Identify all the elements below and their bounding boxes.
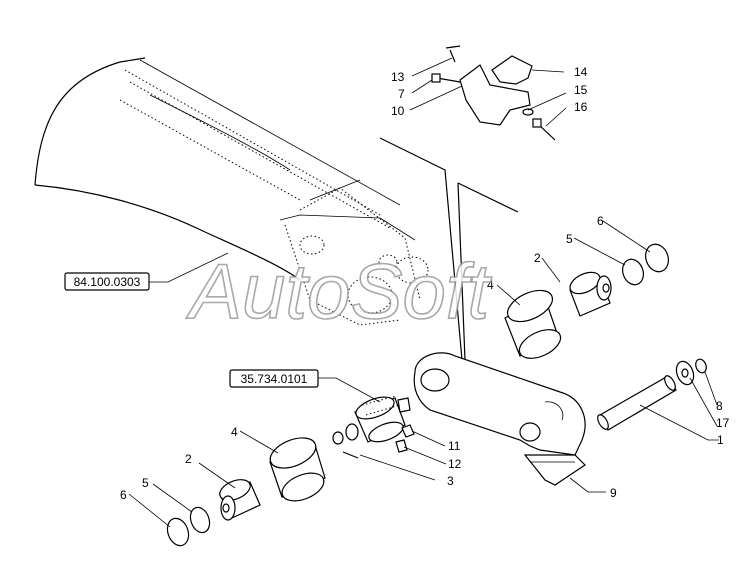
ring-lower-6 xyxy=(166,517,190,547)
callout-2-lower: 2 xyxy=(185,452,192,466)
watermark: AutoSoft xyxy=(186,247,493,335)
reference-boom-label: 84.100.0303 xyxy=(74,275,141,289)
ring-upper-5 xyxy=(622,258,644,286)
mounting-bracket xyxy=(413,352,586,486)
washer-8 xyxy=(695,358,707,374)
callout-4-lower: 4 xyxy=(231,425,238,439)
callout-7: 7 xyxy=(398,87,405,101)
ring-upper-6 xyxy=(645,243,669,273)
bolt-16 xyxy=(532,118,556,141)
reference-boom: 84.100.0303 xyxy=(64,272,150,291)
callout-5-lower: 5 xyxy=(142,476,149,490)
bolt-7 xyxy=(431,73,461,83)
callout-17: 17 xyxy=(716,416,730,430)
grease-fitting-12 xyxy=(395,439,408,453)
ring-lower-5 xyxy=(189,506,211,534)
callout-2-upper: 2 xyxy=(534,251,541,265)
callout-13: 13 xyxy=(391,70,405,84)
bushing-lower-large xyxy=(269,437,326,502)
callout-1: 1 xyxy=(717,433,724,447)
callout-labels: 1 2 2 3 4 4 5 5 6 6 7 8 9 10 11 12 13 14… xyxy=(120,65,730,502)
callout-9: 9 xyxy=(610,486,617,500)
pin xyxy=(597,375,677,431)
callout-12: 12 xyxy=(448,457,462,471)
bushing-lower-small xyxy=(219,479,261,521)
bushing-upper-small xyxy=(569,271,612,317)
cover-14 xyxy=(491,55,533,85)
callout-15: 15 xyxy=(574,83,588,97)
callout-16: 16 xyxy=(574,100,588,114)
callout-6-upper: 6 xyxy=(597,214,604,228)
callout-11: 11 xyxy=(448,439,461,453)
reference-cylinder-label: 35.734.0101 xyxy=(241,372,308,386)
callout-14: 14 xyxy=(574,65,588,79)
screw-13 xyxy=(445,45,461,63)
spring-pin-3 xyxy=(342,451,359,459)
callout-5-upper: 5 xyxy=(566,232,573,246)
callout-10: 10 xyxy=(391,104,405,118)
callout-3: 3 xyxy=(447,474,454,488)
cylinder-head-assembly xyxy=(332,395,411,445)
washer-17 xyxy=(675,360,695,386)
reference-cylinder: 35.734.0101 xyxy=(229,369,319,388)
assembly-guide-lines xyxy=(379,137,519,361)
callout-4-upper: 4 xyxy=(487,278,494,292)
cover-plate xyxy=(459,64,531,126)
callout-6-lower: 6 xyxy=(120,488,127,502)
callout-8: 8 xyxy=(716,399,723,413)
boom-arm xyxy=(34,57,429,326)
bushing-upper-large xyxy=(504,289,562,359)
leader-lines xyxy=(128,57,719,528)
washer-15 xyxy=(522,108,534,116)
grease-fitting-11 xyxy=(401,424,415,438)
